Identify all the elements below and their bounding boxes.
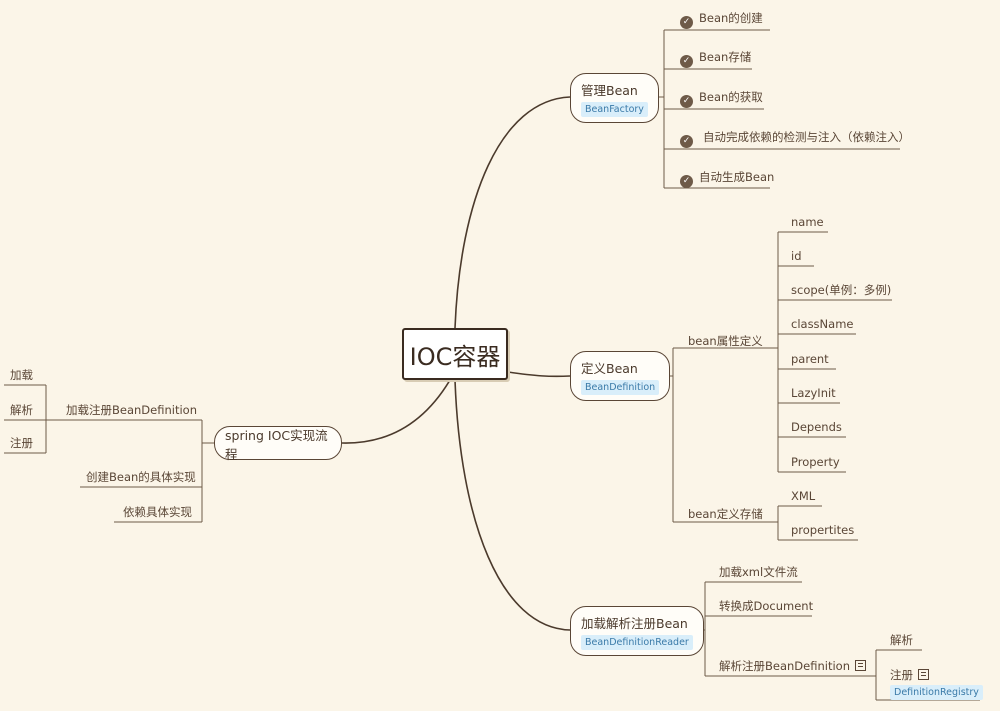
topic-define-bean-title: 定义Bean — [581, 361, 638, 376]
check-icon: ✓ — [680, 95, 693, 108]
topic-spring-ioc-flow[interactable]: spring IOC实现流程 — [214, 426, 342, 462]
topic-manage-bean[interactable]: 管理Bean BeanFactory — [570, 73, 659, 123]
topic-load-bean[interactable]: 加载解析注册Bean BeanDefinitionReader — [570, 606, 704, 656]
flow-item-create-bean[interactable]: 创建Bean的具体实现 — [86, 470, 196, 484]
attr-parent[interactable]: parent — [791, 352, 829, 366]
define-attr-label[interactable]: bean属性定义 — [688, 334, 763, 348]
note-icon[interactable] — [918, 669, 929, 680]
check-icon: ✓ — [680, 175, 693, 188]
check-icon: ✓ — [680, 16, 693, 29]
attr-depends[interactable]: Depends — [791, 420, 842, 434]
link-root-manage — [454, 96, 571, 329]
load-sub-register[interactable]: 注册 — [890, 668, 929, 682]
load-item-xml-stream[interactable]: 加载xml文件流 — [719, 565, 798, 579]
definition-registry-tag: DefinitionRegistry — [890, 685, 983, 700]
manage-item-create[interactable]: ✓Bean的创建 — [680, 11, 763, 29]
topic-manage-bean-tag: BeanFactory — [581, 102, 648, 117]
load-item-register[interactable]: 解析注册BeanDefinition — [719, 659, 866, 673]
attr-name[interactable]: name — [791, 215, 824, 229]
attr-lazyinit[interactable]: LazyInit — [791, 386, 836, 400]
store-propertites[interactable]: propertites — [791, 523, 855, 537]
manage-item-inject[interactable]: ✓自动完成依赖的检测与注入（依赖注入） — [680, 130, 910, 148]
link-root-define — [507, 371, 571, 378]
flow-sub-register[interactable]: 注册 — [10, 436, 33, 450]
flow-sub-load[interactable]: 加载 — [10, 368, 33, 382]
load-sub-parse[interactable]: 解析 — [890, 633, 913, 647]
flow-item-dependency[interactable]: 依赖具体实现 — [123, 505, 192, 519]
note-icon[interactable] — [855, 660, 866, 671]
manage-item-store[interactable]: ✓Bean存储 — [680, 50, 751, 68]
topic-load-bean-title: 加载解析注册Bean — [581, 616, 688, 631]
define-store-label[interactable]: bean定义存储 — [688, 507, 763, 521]
root-node[interactable]: IOC容器 — [402, 328, 508, 380]
attr-scope[interactable]: scope(单例：多例) — [791, 283, 892, 297]
topic-define-bean-tag: BeanDefinition — [581, 380, 660, 395]
store-xml[interactable]: XML — [791, 489, 816, 503]
check-icon: ✓ — [680, 55, 693, 68]
flow-item-load-register[interactable]: 加载注册BeanDefinition — [66, 403, 197, 417]
attr-property[interactable]: Property — [791, 455, 840, 469]
link-root-flow — [341, 379, 451, 444]
topic-define-bean[interactable]: 定义Bean BeanDefinition — [570, 351, 671, 401]
flow-sub-parse[interactable]: 解析 — [10, 403, 33, 417]
manage-item-get[interactable]: ✓Bean的获取 — [680, 90, 763, 108]
link-root-load — [454, 379, 571, 631]
topic-manage-bean-title: 管理Bean — [581, 83, 638, 98]
topic-load-bean-tag: BeanDefinitionReader — [581, 635, 693, 650]
load-item-document[interactable]: 转换成Document — [719, 599, 814, 613]
topic-spring-ioc-flow-title: spring IOC实现流程 — [225, 427, 328, 462]
check-icon: ✓ — [680, 135, 693, 148]
attr-id[interactable]: id — [791, 249, 802, 263]
manage-item-autogen[interactable]: ✓自动生成Bean — [680, 170, 774, 188]
attr-classname[interactable]: className — [791, 317, 854, 331]
